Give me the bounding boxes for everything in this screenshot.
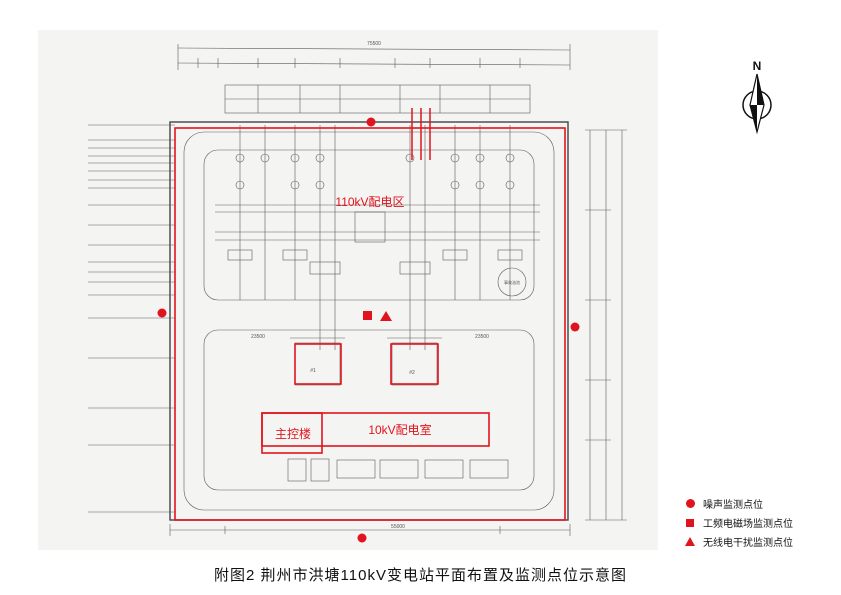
outgoing-line-labels (224, 84, 531, 114)
emf-point (363, 311, 372, 320)
svg-text:事故油池: 事故油池 (504, 279, 520, 285)
control-building-outline (261, 412, 323, 454)
bottom-dimension-lines: 55000 (169, 524, 571, 536)
circle-icon (685, 499, 695, 508)
internal-road (183, 131, 555, 511)
noise-point-west (157, 308, 167, 318)
legend-item-radio: 无线电干扰监测点位 (682, 532, 793, 551)
svg-text:23500: 23500 (475, 334, 489, 340)
square-icon (686, 518, 694, 527)
control-building-label: 主控楼 (275, 426, 311, 441)
right-dimension-lines (585, 129, 627, 521)
transformer-2-label: #2 (409, 370, 415, 376)
area-110kv-label: 110kV配电区 (335, 195, 404, 209)
incoming-lines (411, 108, 431, 160)
noise-point-east (570, 322, 580, 332)
north-label: N (753, 59, 762, 73)
legend-item-emf: 工频电磁场监测点位 (682, 513, 793, 532)
radio-interference-point (380, 311, 392, 321)
transformer-2-highlight (390, 343, 439, 385)
legend: 噪声监测点位 工频电磁场监测点位 无线电干扰监测点位 (682, 494, 793, 551)
triangle-icon (685, 537, 695, 546)
site-boundary-highlight (174, 127, 566, 521)
top-dimension-label: 75500 (367, 41, 381, 47)
room-10kv-label: 10kV配电室 (368, 422, 431, 437)
figure-caption: 附图2 荆州市洪塘110kV变电站平面布置及监测点位示意图 (214, 567, 627, 584)
north-arrow: N (742, 59, 772, 135)
noise-point-north (366, 117, 376, 127)
svg-text:55000: 55000 (391, 524, 405, 530)
accident-oil-pool (497, 267, 527, 297)
legend-item-noise: 噪声监测点位 (682, 494, 793, 513)
transformer-1-label: #1 (310, 368, 316, 374)
noise-point-south (357, 533, 367, 543)
main-transformers: #1 #2 23500 23500 (251, 334, 489, 386)
sheet-background (38, 30, 658, 550)
svg-text:23500: 23500 (251, 334, 265, 340)
top-dimension-lines: 75500 (177, 41, 571, 70)
left-feeder-labels (88, 124, 175, 513)
switchyard-bays: 事故油池 (215, 125, 540, 350)
monitoring-points (157, 117, 580, 543)
transformer-1-highlight (294, 343, 342, 385)
capacitor-rooms (287, 458, 509, 482)
